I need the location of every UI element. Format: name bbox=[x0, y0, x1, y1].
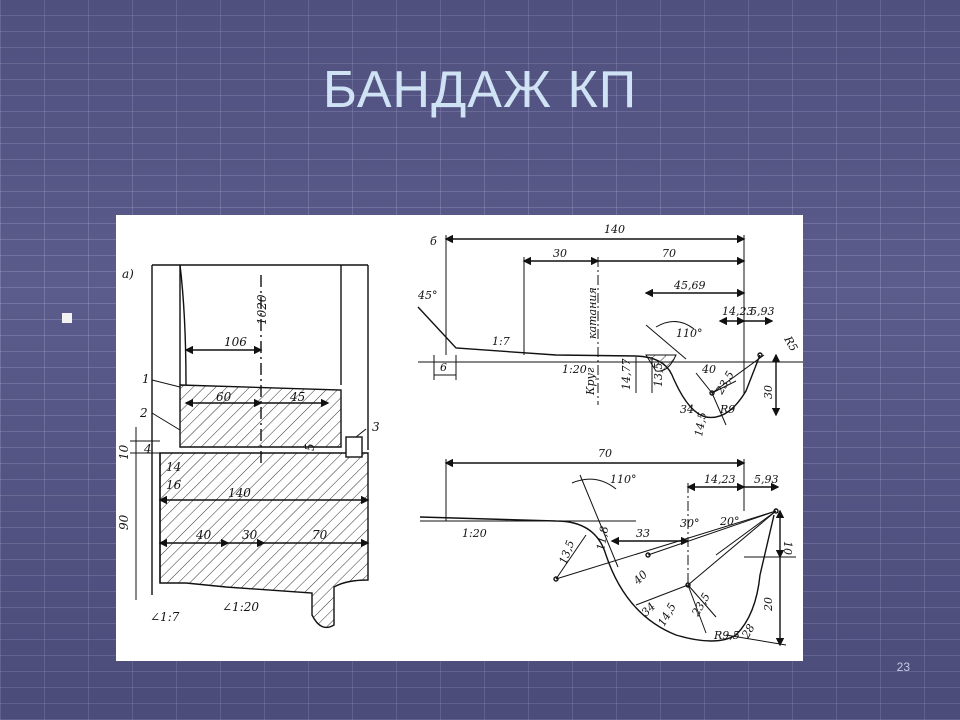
label-b-8: Круг bbox=[584, 367, 597, 396]
label-b-13: 5,93 bbox=[750, 305, 775, 318]
label-b-5: 1:7 bbox=[492, 335, 510, 348]
label-b-14: 14,77 bbox=[620, 359, 633, 391]
label-b-11: 110° bbox=[676, 327, 703, 340]
label-b-22: R9 bbox=[719, 403, 735, 416]
label-c-8: 10 bbox=[781, 541, 794, 555]
label-b-4: 45° bbox=[417, 289, 438, 302]
label-a-15: 40 bbox=[195, 528, 212, 542]
figure-b bbox=[417, 234, 803, 426]
label-b-3: 70 bbox=[662, 247, 676, 260]
label-c-2: 14,23 bbox=[704, 473, 736, 486]
label-a-0: а) bbox=[122, 267, 134, 281]
label-b-16: 40 bbox=[701, 363, 716, 376]
slide-title: БАНДАЖ КП bbox=[322, 61, 638, 119]
label-a-3: 1 bbox=[142, 372, 150, 386]
label-a-16: 30 bbox=[242, 528, 258, 542]
label-a-8: 45 bbox=[289, 390, 305, 404]
label-a-2: 1020 bbox=[255, 294, 269, 325]
label-b-6: катания bbox=[586, 287, 599, 339]
label-b-15: 13,5 bbox=[652, 363, 665, 388]
label-a-5: 3 bbox=[372, 420, 380, 434]
label-a-11: 16 bbox=[166, 478, 182, 492]
label-b-12: 14,23 bbox=[722, 305, 754, 318]
label-a-7: 60 bbox=[216, 390, 232, 404]
label-b-20: 30 bbox=[762, 385, 775, 399]
label-b-10: 45,69 bbox=[673, 279, 706, 292]
label-c-0: 70 bbox=[598, 447, 612, 460]
label-a-4: 2 bbox=[139, 406, 148, 420]
label-c-1: 110° bbox=[610, 473, 637, 486]
label-c-15: 28 bbox=[739, 622, 758, 641]
label-c-14: 20 bbox=[762, 597, 775, 612]
label-b-17: 23,5 bbox=[713, 369, 737, 398]
label-a-10: 14 bbox=[166, 460, 181, 474]
label-a-18: ∠1:7 bbox=[150, 610, 180, 624]
figure-a-labels: а) 106 1020 1 2 3 4 60 45 10 14 16 5 90 … bbox=[117, 267, 380, 624]
label-a-17: 70 bbox=[312, 528, 328, 542]
label-b-0: б bbox=[430, 235, 437, 248]
label-a-1: 106 bbox=[224, 335, 247, 349]
label-b-9: 6 bbox=[440, 361, 447, 374]
page-number: 23 bbox=[896, 660, 910, 674]
label-b-7: 1:20 bbox=[562, 363, 587, 376]
label-c-5: 33 bbox=[636, 527, 650, 540]
label-c-16: 11,8 bbox=[594, 525, 611, 551]
label-c-17: R9,5 bbox=[713, 629, 740, 642]
label-c-3: 5,93 bbox=[754, 473, 779, 486]
label-b-2: 30 bbox=[553, 247, 567, 260]
label-a-12: 5 bbox=[303, 443, 317, 451]
label-c-6: 30° bbox=[680, 517, 700, 530]
figure-a bbox=[130, 264, 370, 629]
label-a-13: 90 bbox=[117, 514, 131, 530]
label-b-18: 34 bbox=[680, 403, 694, 416]
label-c-10: 40 bbox=[630, 568, 650, 588]
label-c-13: 23,5 bbox=[689, 591, 713, 620]
label-b-21: R5 bbox=[781, 333, 800, 354]
label-c-4: 1:20 bbox=[462, 527, 487, 540]
label-b-1: 140 bbox=[604, 223, 625, 236]
label-a-9: 10 bbox=[117, 444, 131, 460]
technical-drawing: а) 106 1020 1 2 3 4 60 45 10 14 16 5 90 … bbox=[116, 215, 803, 661]
figure-b-labels: б 140 30 70 45° 1:7 катания 1:20 Круг 6 … bbox=[417, 223, 800, 438]
figure-c bbox=[419, 458, 796, 647]
label-b-19: 14,5 bbox=[692, 411, 709, 437]
label-a-14: 140 bbox=[228, 486, 251, 500]
label-a-6: 4 bbox=[143, 442, 152, 456]
label-c-12: 14,5 bbox=[655, 601, 679, 629]
label-a-19: ∠1:20 bbox=[222, 600, 259, 614]
label-c-7: 20° bbox=[719, 515, 740, 528]
bullet-marker bbox=[62, 313, 72, 323]
